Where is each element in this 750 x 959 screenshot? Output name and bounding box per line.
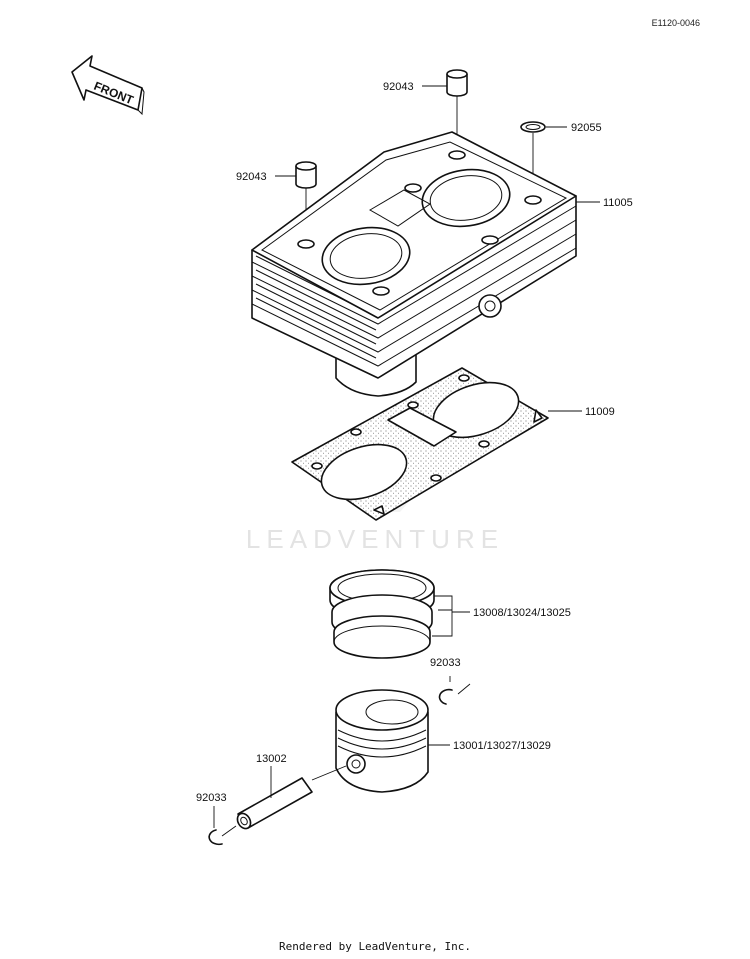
label-gasket: 11009 (585, 406, 615, 418)
label-circlip-left: 92033 (196, 792, 227, 804)
cylinder-block (251, 131, 577, 397)
label-piston-rings: 13008/13024/13025 (473, 607, 571, 619)
footer-credit: Rendered by LeadVenture, Inc. (278, 940, 472, 953)
label-o-ring: 92055 (571, 122, 602, 134)
piston-pin (236, 777, 313, 830)
dowel-pin-top (446, 69, 468, 97)
diagram-code: E1120-0046 (652, 18, 700, 28)
watermark: LEADVENTURE (246, 524, 504, 554)
piston (335, 689, 429, 793)
circlip-left (208, 829, 223, 846)
o-ring (520, 121, 546, 133)
label-cylinder: 11005 (603, 197, 633, 209)
cylinder-head-gasket (291, 367, 549, 521)
label-circlip-right: 92033 (430, 657, 461, 669)
label-dowel-left: 92043 (236, 171, 267, 183)
label-piston-pin: 13002 (256, 753, 287, 765)
dowel-pin-left (295, 161, 317, 189)
label-piston: 13001/13027/13029 (453, 740, 551, 752)
circlip-right (438, 688, 453, 705)
piston-rings (329, 569, 435, 659)
front-arrow-icon: FRONT (71, 55, 145, 116)
label-dowel-top: 92043 (383, 81, 414, 93)
